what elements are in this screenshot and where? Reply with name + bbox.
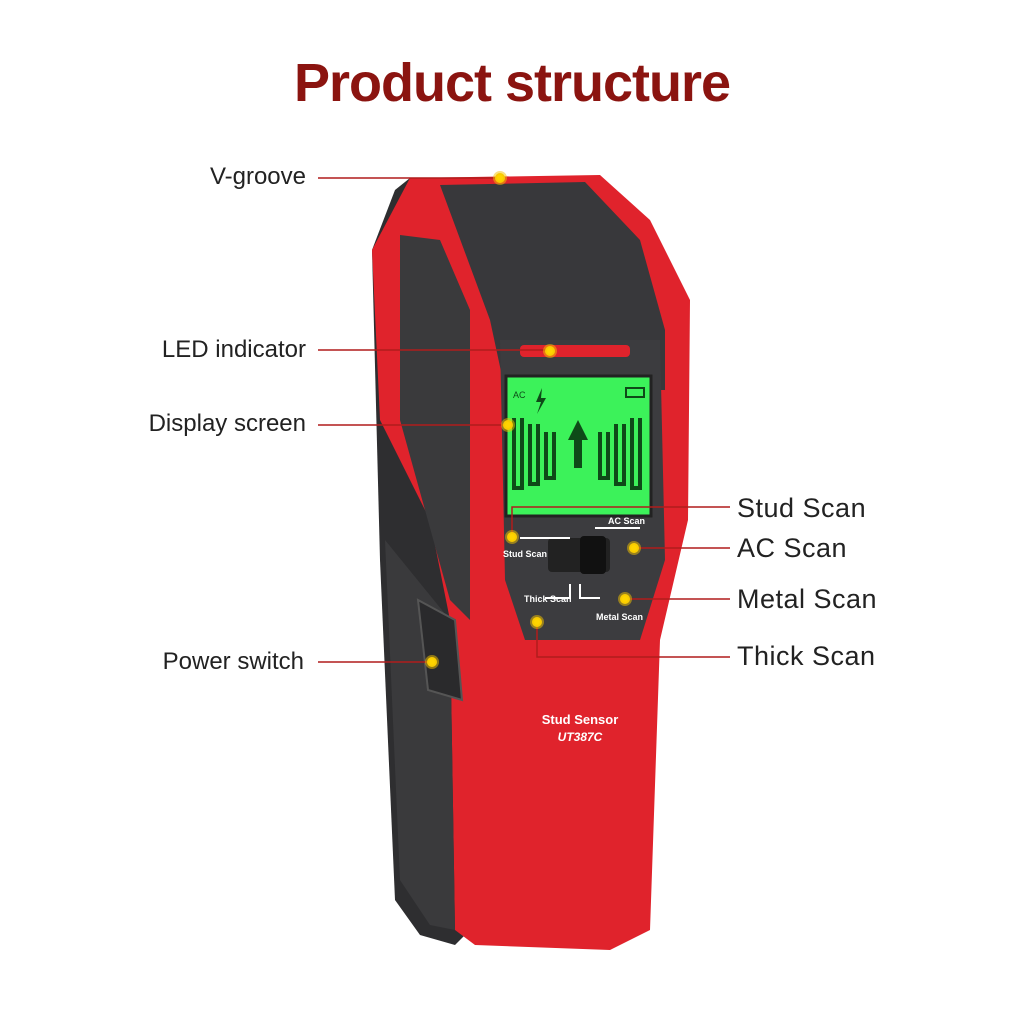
callout-power-switch: Power switch <box>162 648 304 675</box>
screen-ac-text: AC <box>513 390 526 400</box>
callout-dots <box>425 171 641 669</box>
callout-metal-scan: Metal Scan <box>737 584 878 614</box>
metal-scan-dot <box>618 592 632 606</box>
callout-led-indicator: LED indicator <box>161 336 306 363</box>
battery-icon <box>625 387 645 398</box>
callout-ac-scan: AC Scan <box>737 533 848 563</box>
lightning-icon <box>536 388 546 414</box>
device-top-face <box>440 182 665 390</box>
thick-scan-dot <box>530 615 544 629</box>
led-indicator <box>520 345 630 357</box>
stud-scan-switch-label: Stud Scan <box>503 549 547 559</box>
power-switch-dot <box>425 655 439 669</box>
device-name-text: Stud Sensor <box>542 712 619 727</box>
ac-scan-switch-label: AC Scan <box>608 516 645 526</box>
led-indicator-dot <box>543 344 557 358</box>
screen-bars <box>512 418 642 490</box>
device-side-panel <box>400 235 470 620</box>
v-groove-dot <box>493 171 507 185</box>
callout-display-screen: Display screen <box>148 410 306 437</box>
metal-scan-switch-label: Metal Scan <box>596 612 643 622</box>
device-model-text: UT387C <box>558 730 603 744</box>
callout-lines <box>318 177 730 663</box>
callout-v-groove: V-groove <box>209 163 306 190</box>
power-switch <box>416 598 464 702</box>
callout-thick-scan: Thick Scan <box>737 641 876 671</box>
thick-scan-switch-label: Thick Scan <box>524 594 572 604</box>
display-screen-dot <box>501 418 515 432</box>
page-title: Product structure <box>293 53 731 113</box>
ac-scan-dot <box>627 541 641 555</box>
callout-stud-scan: Stud Scan <box>737 493 867 523</box>
stud-scan-dot <box>505 530 519 544</box>
arrow-up-icon <box>568 420 588 440</box>
